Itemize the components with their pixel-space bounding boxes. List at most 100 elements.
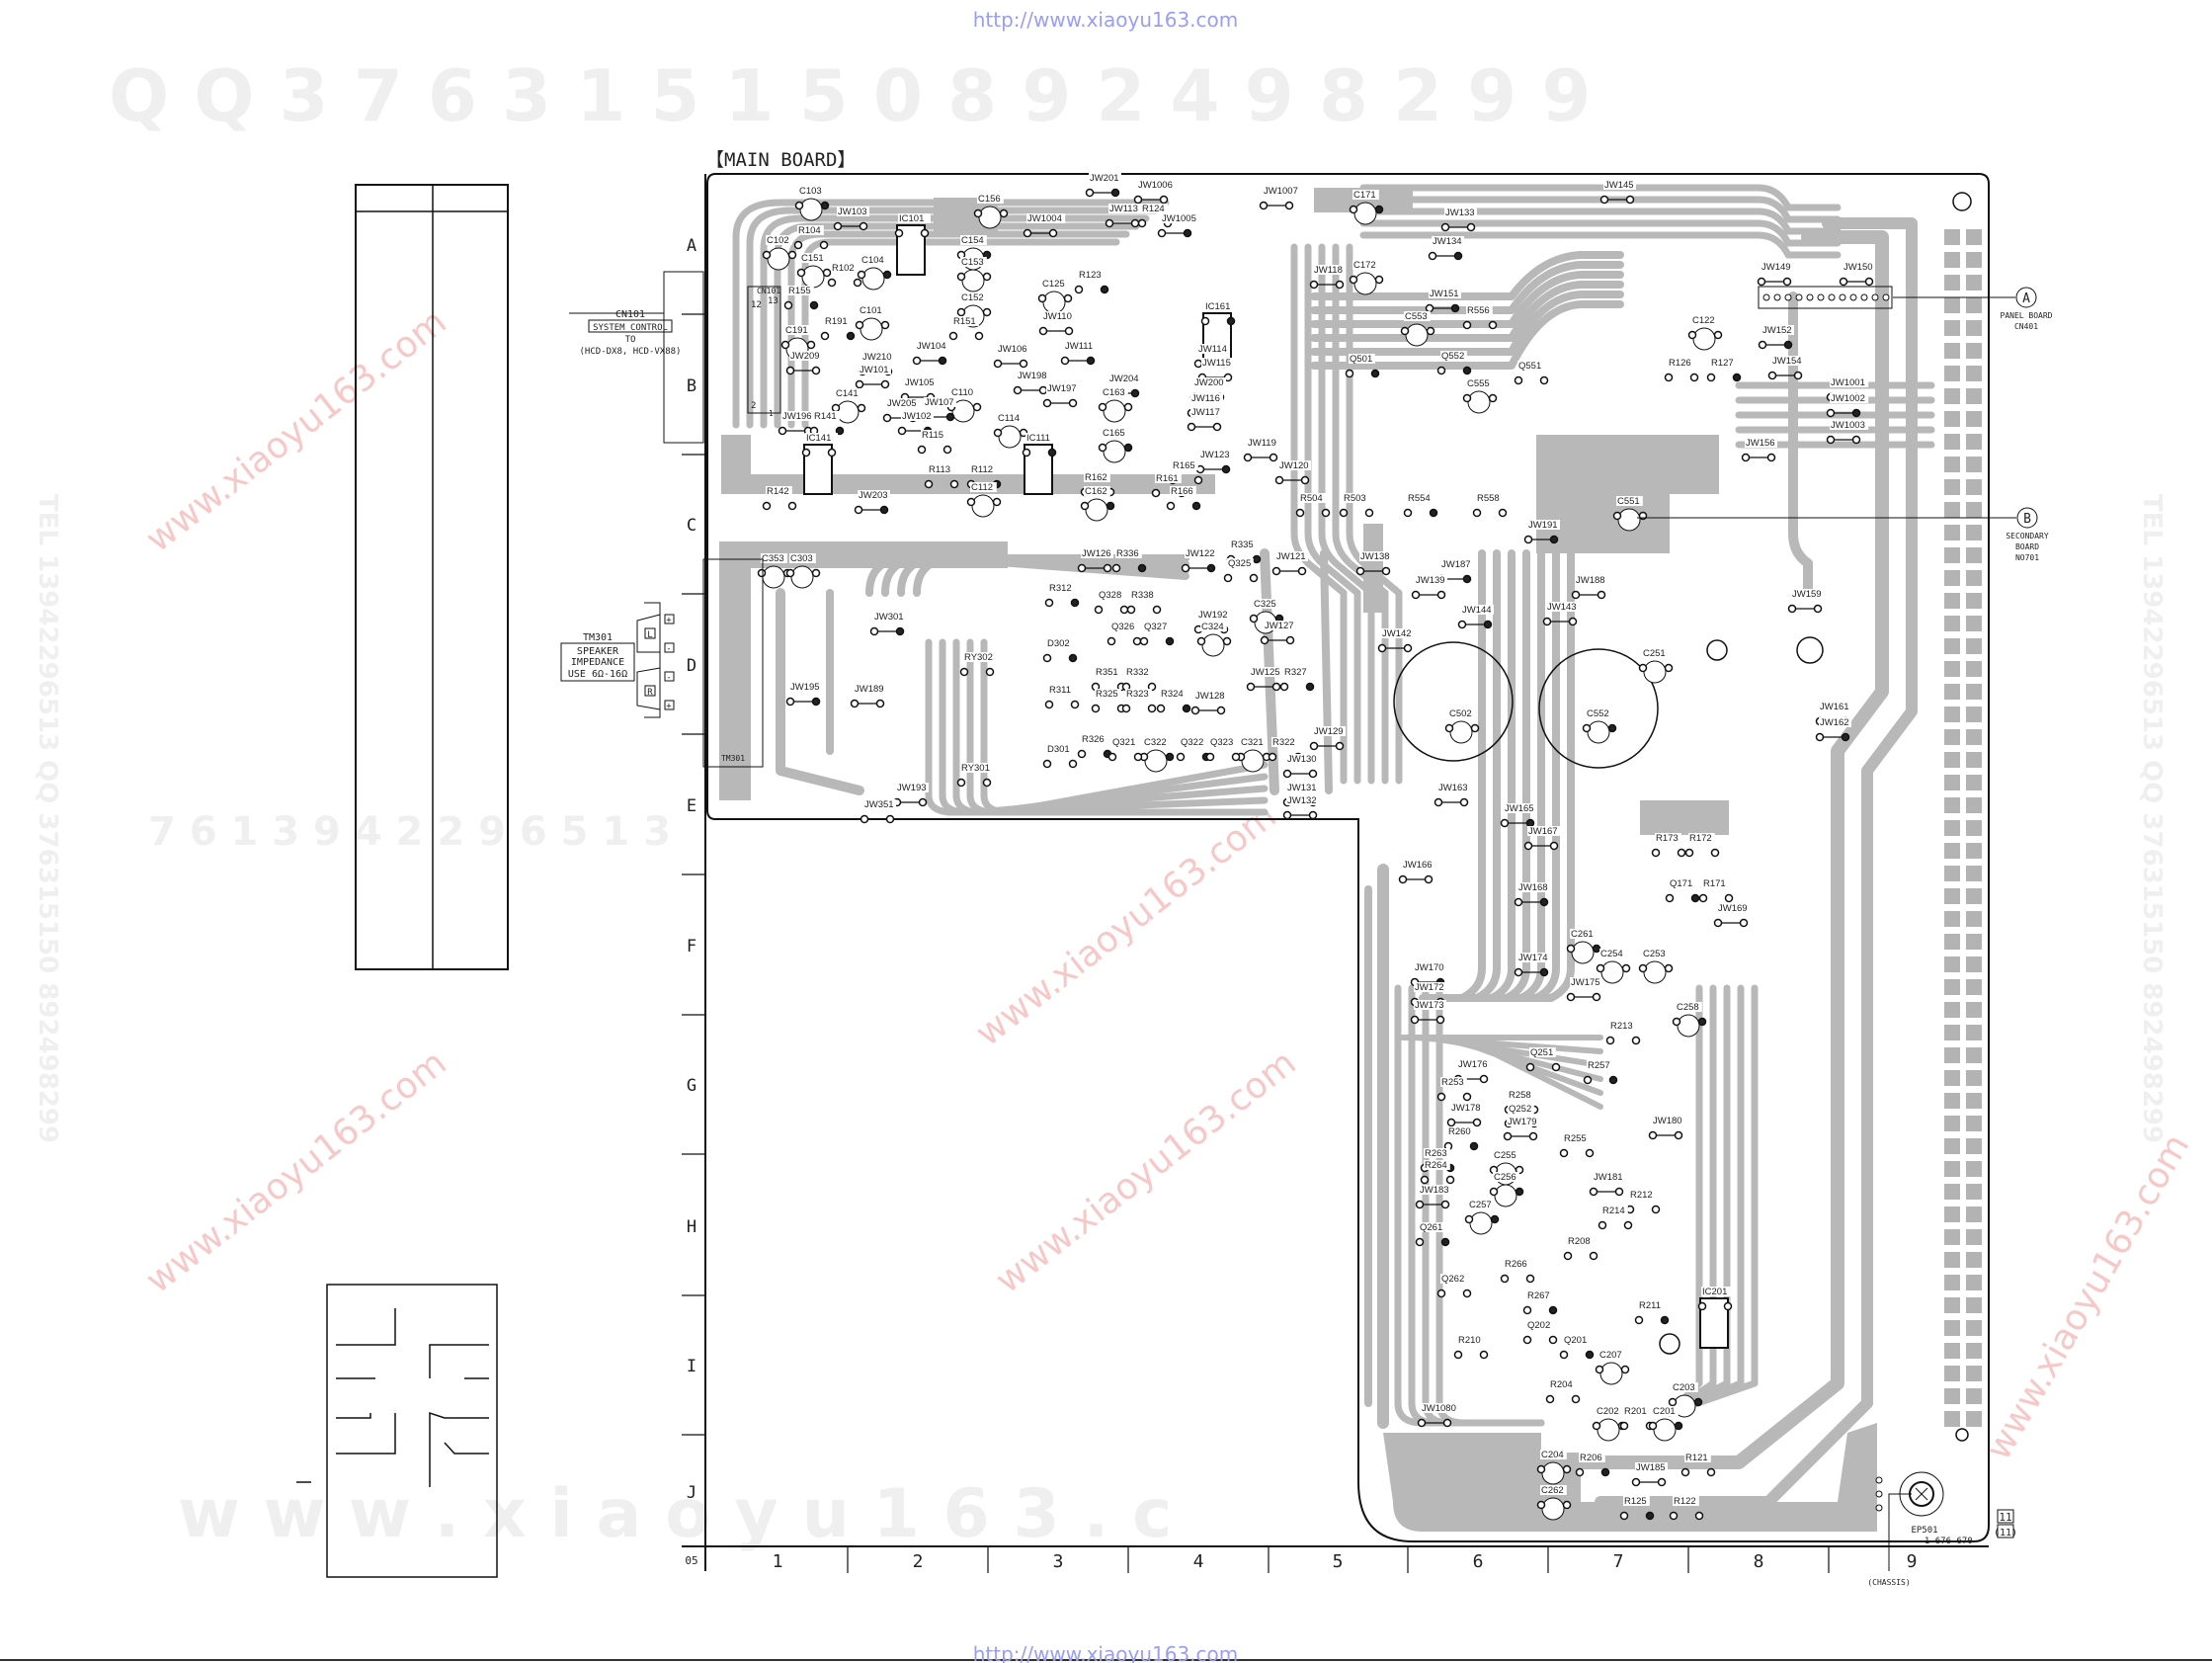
component: JW351 xyxy=(863,799,896,810)
label-bg xyxy=(1791,589,1824,599)
edge-pad xyxy=(1944,297,1960,313)
component: JW123 xyxy=(1199,450,1232,460)
pad xyxy=(1137,218,1147,228)
tm301-right-label: R xyxy=(647,688,653,698)
component-footprint xyxy=(1259,201,1294,210)
pad xyxy=(869,626,879,636)
header-pin xyxy=(1795,293,1803,301)
callout-a[interactable]: A PANEL BOARD CN401 xyxy=(1893,287,2053,331)
label-bg xyxy=(1570,977,1602,987)
component-label: JW201 xyxy=(1090,173,1119,184)
component-footprint xyxy=(850,699,885,708)
component-footprint xyxy=(1542,617,1578,626)
component-label: JW1004 xyxy=(1027,213,1062,224)
component-label: JW144 xyxy=(1462,605,1492,616)
component: JW119 xyxy=(1247,438,1279,449)
label-bg xyxy=(1264,621,1296,630)
pad xyxy=(1308,769,1318,779)
pad xyxy=(820,201,830,210)
edge-pad xyxy=(1966,1025,1982,1040)
label-bg xyxy=(1635,1462,1668,1472)
component-label: R124 xyxy=(1142,204,1165,214)
pad xyxy=(1285,635,1295,645)
label-bg xyxy=(997,413,1024,423)
component: JW111 xyxy=(1064,341,1097,352)
pcb-trace xyxy=(1320,549,1333,794)
label-bg xyxy=(1429,289,1461,298)
component-footprint xyxy=(1195,464,1231,474)
component: JW167 xyxy=(1527,826,1560,837)
pad xyxy=(1111,563,1121,573)
component-footprint xyxy=(1106,636,1142,646)
label-bg xyxy=(1081,734,1107,744)
footer-url-link[interactable]: http://www.xiaoyu163.com xyxy=(973,1642,1239,1663)
pad xyxy=(956,778,966,788)
component-label: R332 xyxy=(1126,667,1149,678)
component: R556 xyxy=(1466,305,1493,316)
pad xyxy=(1187,422,1196,432)
pad xyxy=(985,667,995,677)
pad xyxy=(835,426,845,436)
edge-pad xyxy=(1966,866,1982,881)
component-footprint xyxy=(1060,356,1096,366)
component-label: R155 xyxy=(788,286,811,296)
pad xyxy=(857,270,866,280)
edge-pad xyxy=(1944,275,1960,291)
pad xyxy=(1042,398,1052,408)
pad xyxy=(974,331,984,341)
header-url-link[interactable]: http://www.xiaoyu163.com xyxy=(973,8,1239,32)
component: R253 xyxy=(1440,1077,1467,1088)
component: JW144 xyxy=(1461,605,1494,616)
pad xyxy=(1851,408,1861,418)
component-label: R258 xyxy=(1509,1090,1531,1101)
capacitor-symbol xyxy=(799,198,823,221)
component-footprint xyxy=(1596,960,1631,984)
capacitor-c552-outline xyxy=(1538,648,1659,769)
label-bg xyxy=(1603,180,1636,190)
label-bg xyxy=(963,652,996,662)
pad xyxy=(1592,1421,1601,1431)
pad xyxy=(1793,371,1803,380)
pad xyxy=(1536,1464,1546,1474)
grid-frame xyxy=(682,174,1989,1571)
capacitor-symbol xyxy=(1353,202,1377,225)
pad xyxy=(1450,303,1460,313)
component-label: JW130 xyxy=(1287,754,1317,765)
pad xyxy=(794,201,804,210)
label-bg xyxy=(1440,351,1467,361)
pad xyxy=(1706,1467,1716,1477)
label-bg xyxy=(1601,1206,1628,1215)
header-pin xyxy=(1882,293,1890,301)
pad xyxy=(1469,1141,1479,1151)
pad xyxy=(1377,643,1387,653)
page-number: 11 xyxy=(1999,1511,2011,1524)
pad xyxy=(1723,1301,1733,1311)
component-label: R267 xyxy=(1527,1290,1550,1301)
component: R257 xyxy=(1587,1060,1613,1071)
row-label: J xyxy=(687,1483,696,1503)
component-footprint xyxy=(1166,501,1201,511)
component: C202 xyxy=(1596,1406,1622,1417)
label-bg xyxy=(1313,726,1346,736)
component-label: JW1005 xyxy=(1162,213,1196,224)
component: JW145 xyxy=(1603,180,1636,191)
component-label: C322 xyxy=(1144,737,1167,748)
label-bg xyxy=(813,411,840,421)
component: R102 xyxy=(831,263,858,274)
pad xyxy=(1200,316,1210,326)
edge-pad xyxy=(1944,1388,1960,1404)
edge-pad xyxy=(1966,434,1982,450)
label-bg xyxy=(1579,1453,1605,1462)
pad xyxy=(1664,963,1674,973)
pad xyxy=(1664,663,1674,673)
switch-schematic xyxy=(296,1284,498,1578)
callout-b[interactable]: B SECONDARY BOARD NO701 xyxy=(1637,507,2049,562)
component-footprint xyxy=(855,317,890,341)
pad xyxy=(1766,453,1776,462)
label-bg xyxy=(1517,361,1544,371)
component: JW169 xyxy=(1717,903,1750,914)
capacitor-symbol xyxy=(1600,960,1624,984)
component: R201 xyxy=(1623,1406,1650,1417)
label-bg xyxy=(1095,689,1121,699)
